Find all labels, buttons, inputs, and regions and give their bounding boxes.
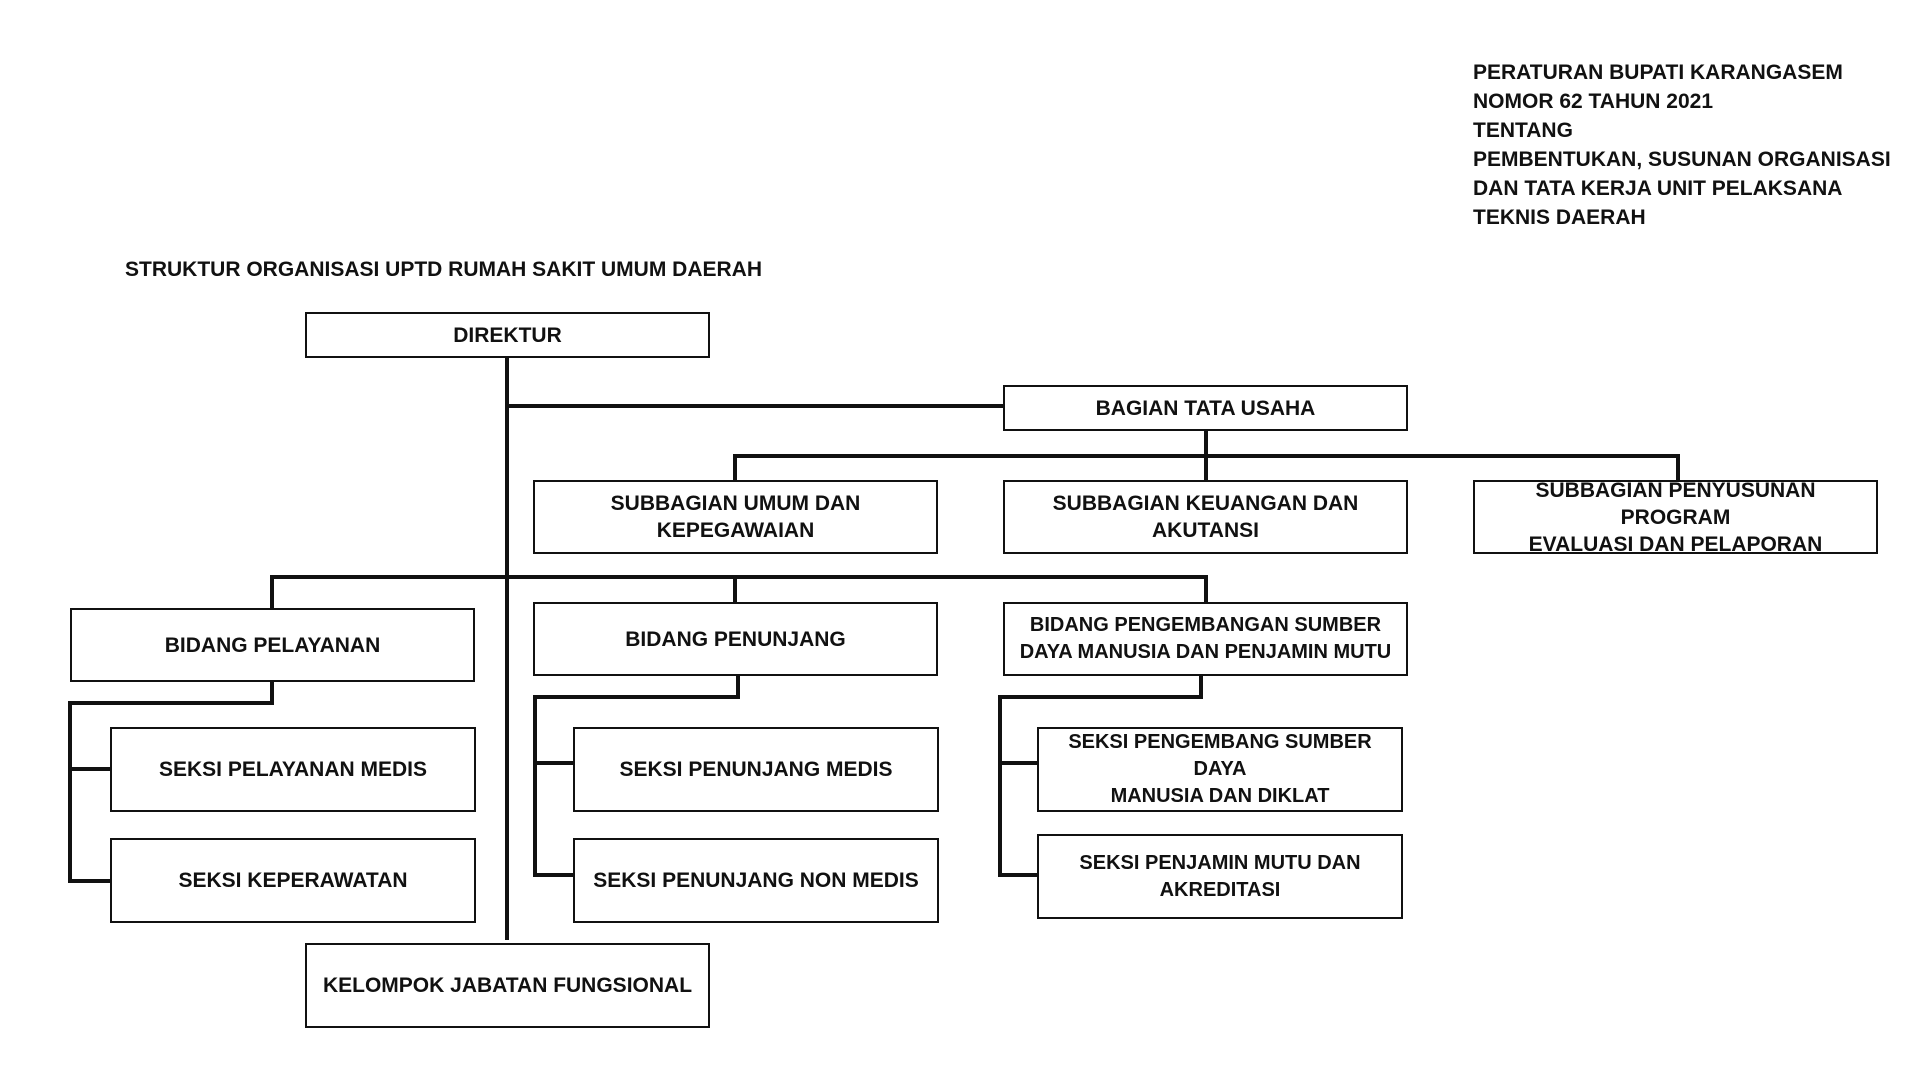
node-seksi-pengembang-sdm: SEKSI PENGEMBANG SUMBER DAYA MANUSIA DAN … (1037, 727, 1403, 812)
node-label-line: AKREDITASI (1159, 878, 1281, 901)
node-bidang-sdm-mutu: BIDANG PENGEMBANGAN SUMBER DAYA MANUSIA D… (1003, 602, 1408, 676)
node-bagian-tata-usaha: BAGIAN TATA USAHA (1003, 385, 1408, 431)
node-label-line: BIDANG PENGEMBANGAN SUMBER (1029, 614, 1382, 636)
node-label-line: SEKSI PENJAMIN MUTU DAN (1079, 851, 1361, 874)
node-bidang-pelayanan: BIDANG PELAYANAN (70, 608, 475, 682)
regulation-header-line: NOMOR 62 TAHUN 2021 (1473, 90, 1714, 113)
node-seksi-penjamin-mutu: SEKSI PENJAMIN MUTU DAN AKREDITASI (1037, 834, 1403, 919)
node-label-line: SEKSI PENGEMBANG SUMBER DAYA (1068, 731, 1372, 780)
node-seksi-keperawatan: SEKSI KEPERAWATAN (110, 838, 476, 923)
regulation-header-line: PERATURAN BUPATI KARANGASEM (1473, 61, 1843, 84)
node-subbagian-program: SUBBAGIAN PENYUSUNAN PROGRAM EVALUASI DAN… (1473, 478, 1878, 556)
node-label-line: MANUSIA DAN DIKLAT (1110, 785, 1330, 807)
node-label-line: EVALUASI DAN PELAPORAN (1528, 532, 1823, 556)
regulation-header: PERATURAN BUPATI KARANGASEM NOMOR 62 TAH… (1473, 58, 1913, 232)
regulation-header-line: PEMBENTUKAN, SUSUNAN ORGANISASI (1473, 148, 1891, 171)
node-subbagian-umum: SUBBAGIAN UMUM DAN KEPEGAWAIAN (533, 480, 938, 554)
node-direktur: DIREKTUR (305, 312, 710, 358)
node-bidang-penunjang: BIDANG PENUNJANG (533, 602, 938, 676)
regulation-header-line: DAN TATA KERJA UNIT PELAKSANA (1473, 177, 1843, 200)
node-label-line: KEPEGAWAIAN (656, 519, 815, 542)
regulation-header-line: TENTANG (1473, 119, 1573, 142)
node-label-line: SUBBAGIAN UMUM DAN (610, 492, 861, 515)
node-seksi-pelayanan-medis: SEKSI PELAYANAN MEDIS (110, 727, 476, 812)
node-subbagian-keuangan: SUBBAGIAN KEUANGAN DAN AKUTANSI (1003, 480, 1408, 554)
node-seksi-penunjang-medis: SEKSI PENUNJANG MEDIS (573, 727, 939, 812)
chart-title: STRUKTUR ORGANISASI UPTD RUMAH SAKIT UMU… (125, 258, 762, 281)
regulation-header-line: TEKNIS DAERAH (1473, 206, 1646, 229)
node-kelompok-jabatan-fungsional: KELOMPOK JABATAN FUNGSIONAL (305, 943, 710, 1028)
node-label-line: SUBBAGIAN KEUANGAN DAN (1052, 492, 1359, 515)
node-seksi-penunjang-non-medis: SEKSI PENUNJANG NON MEDIS (573, 838, 939, 923)
node-label-line: DAYA MANUSIA DAN PENJAMIN MUTU (1019, 641, 1392, 663)
node-label-line: SUBBAGIAN PENYUSUNAN PROGRAM (1535, 478, 1816, 529)
node-label-line: AKUTANSI (1152, 519, 1259, 542)
